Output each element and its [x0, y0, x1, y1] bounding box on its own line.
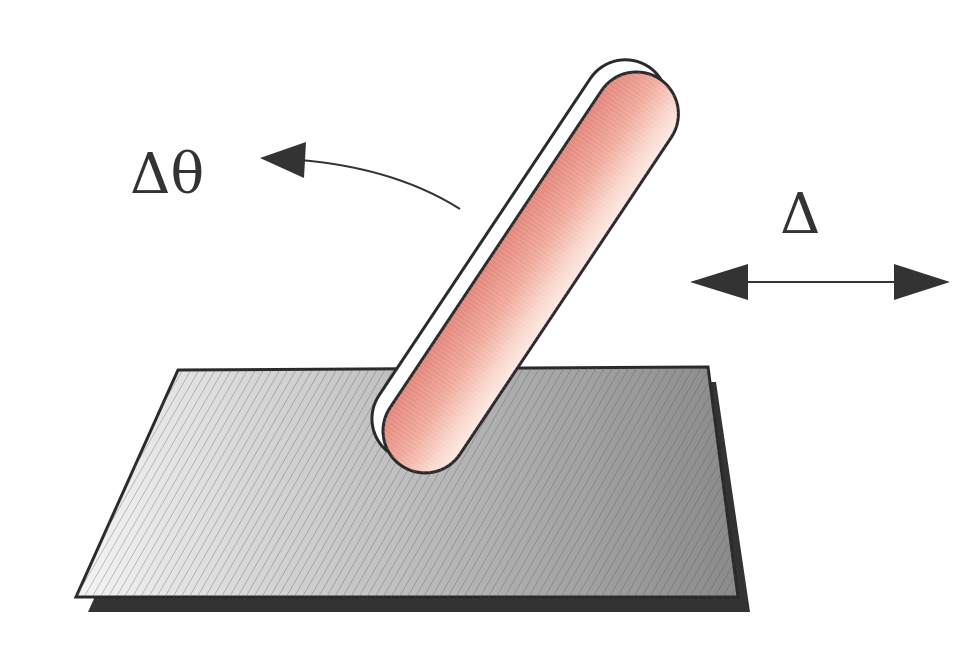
arrowhead-left-icon [690, 264, 748, 300]
displacement-label: Δ [780, 182, 820, 247]
rod [370, 58, 680, 475]
displacement-arrow [690, 264, 950, 300]
rod-texture [383, 71, 679, 473]
rotation-arrowhead-icon [260, 142, 306, 178]
surface-hatching [76, 367, 738, 597]
arrowhead-right-icon [894, 264, 950, 300]
surface-slab [73, 365, 750, 612]
rotation-arrow [260, 142, 461, 210]
angle-label: Δθ [130, 142, 204, 207]
rotation-arc [299, 159, 461, 210]
